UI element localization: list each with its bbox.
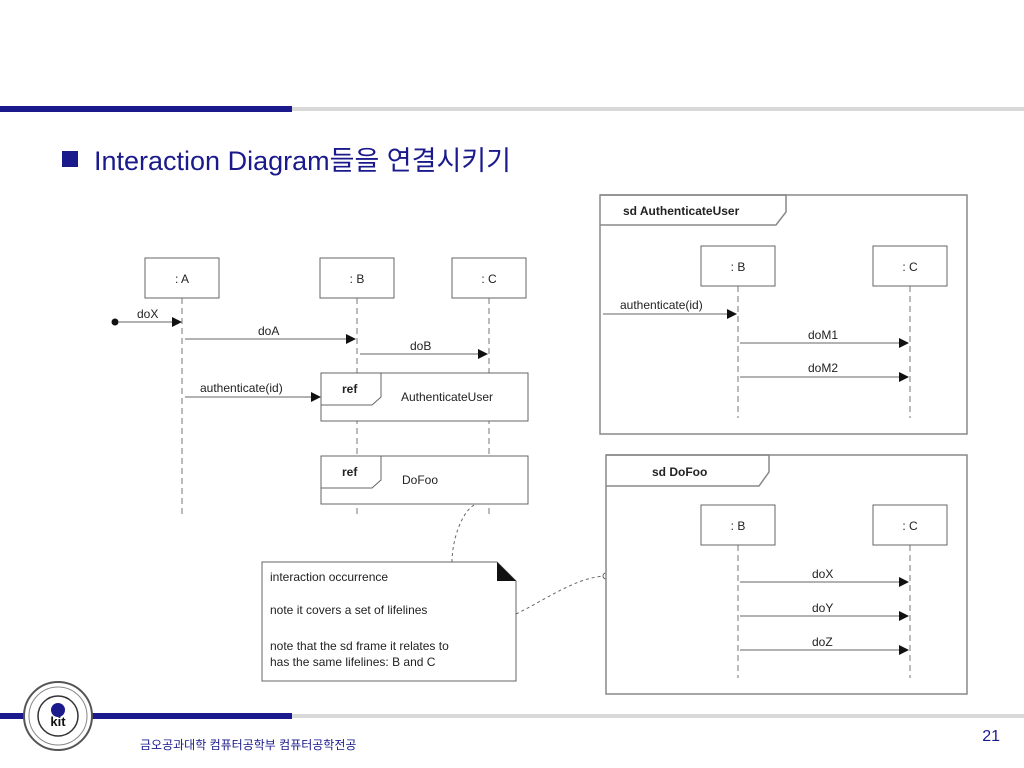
- note-line-3: note that the sd frame it relates to: [270, 639, 449, 653]
- sd-authenticate-lifeline-b: : B: [731, 260, 746, 274]
- lifeline-a-label: : A: [175, 272, 189, 286]
- message-dox-label: doX: [137, 307, 158, 321]
- note-fold-icon: [497, 562, 516, 581]
- sd-dofoo-msg-doy: doY: [812, 601, 833, 615]
- lifeline-a: : A: [144, 257, 220, 518]
- sd-dofoo-lifeline-c: : C: [902, 519, 918, 533]
- sd-authenticate-msg-dom2: doM2: [808, 361, 838, 375]
- page-number: 21: [982, 728, 1000, 745]
- main-sequence-diagram: : A : B : C doX doA doB authenticate(id): [111, 257, 529, 518]
- note-line-4: has the same lifelines: B and C: [270, 655, 436, 669]
- note-connector-sd: [515, 575, 605, 615]
- slide-title-text: Interaction Diagram들을 연결시키기: [94, 146, 511, 176]
- message-doa-label: doA: [258, 324, 279, 338]
- note-line-1: interaction occurrence: [270, 570, 388, 584]
- footer-divider: [292, 714, 1024, 718]
- footer-accent-bar: [0, 713, 292, 719]
- note-line-2: note it covers a set of lifelines: [270, 603, 427, 617]
- sd-dofoo-frame: sd DoFoo : B : C doX doY doZ: [605, 454, 968, 695]
- sd-dofoo-lifeline-b: : B: [731, 519, 746, 533]
- ref-dofoo: ref DoFoo: [320, 455, 529, 505]
- footer-department: 금오공과대학 컴퓨터공학부 컴퓨터공학전공: [140, 738, 357, 752]
- sd-dofoo-msg-doz: doZ: [812, 635, 833, 649]
- slide-title: Interaction Diagram들을 연결시키기: [62, 139, 511, 178]
- sd-authenticate-lifeline-c: : C: [902, 260, 918, 274]
- lifeline-c-label: : C: [481, 272, 497, 286]
- found-message-dot: [111, 318, 119, 326]
- sd-authenticate-msg-dom1: doM1: [808, 328, 838, 342]
- bullet-square-icon: [62, 151, 78, 167]
- header-divider: [292, 107, 1024, 111]
- ref-keyword: ref: [342, 465, 358, 479]
- logo-text: kit: [50, 714, 66, 729]
- message-authenticate-label: authenticate(id): [200, 381, 283, 395]
- sd-authenticate-msg-authenticate: authenticate(id): [620, 298, 703, 312]
- ref-dofoo-name: DoFoo: [402, 473, 438, 487]
- lifeline-b-label: : B: [350, 272, 365, 286]
- ref-authenticate-user-name: AuthenticateUser: [401, 390, 493, 404]
- sd-authenticate-label: sd AuthenticateUser: [623, 204, 740, 218]
- header-accent-bar: [0, 106, 292, 112]
- university-logo: kit: [23, 681, 93, 751]
- ref-keyword: ref: [342, 382, 358, 396]
- message-dob-label: doB: [410, 339, 431, 353]
- sd-dofoo-msg-dox: doX: [812, 567, 833, 581]
- note: interaction occurrence note it covers a …: [261, 503, 610, 682]
- note-anchor-ref: [451, 503, 477, 563]
- sd-dofoo-label: sd DoFoo: [652, 465, 707, 479]
- ref-authenticate-user: ref AuthenticateUser: [320, 372, 529, 422]
- sd-authenticate-user-frame: sd AuthenticateUser : B : C authenticate…: [599, 194, 968, 435]
